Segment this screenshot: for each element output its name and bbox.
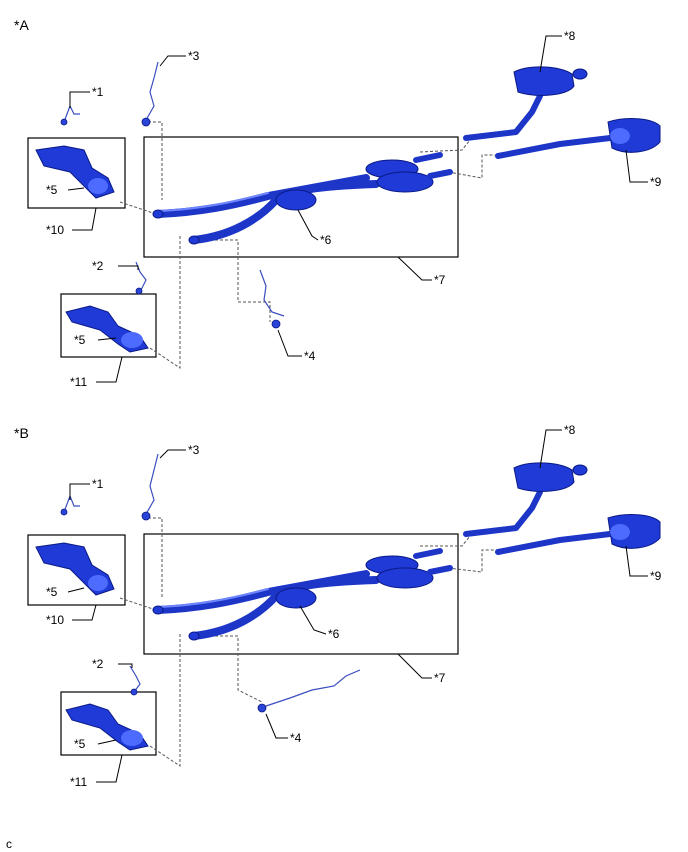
callout-9-b: *9 [650,569,662,583]
callout-3-b: *3 [188,443,200,457]
box-exhaust-manifold-2-b [60,691,157,756]
main-muffler-1 [463,66,588,141]
callout-5b: *5 [74,333,86,347]
main-muffler-2 [495,118,661,159]
callout-5a: *5 [46,183,58,197]
section-b-heading: *B [14,425,29,441]
callout-labels-b: *1 *2 *3 *4 *5 *5 *6 *7 *8 *9 *10 *11 [46,423,662,789]
oxygen-sensors-b [60,453,361,713]
leader-lines-b [67,429,648,783]
callout-1-b: *1 [92,477,104,491]
oxygen-sensors [60,61,285,329]
box-exhaust-manifold-2 [60,293,157,358]
callout-4: *4 [304,349,316,363]
callout-4-b: *4 [290,731,302,745]
callout-10-b: *10 [46,613,64,627]
box-front-exhaust-pipe-b [143,533,459,655]
main-muffler-2-b [495,514,661,555]
callout-2-b: *2 [92,657,104,671]
callout-7: *7 [434,273,446,287]
front-muffler-lower [376,171,434,193]
sub-catalyst [275,189,317,211]
exhaust-manifold-2-b [65,703,149,751]
callout-2: *2 [92,259,104,273]
callout-9: *9 [650,175,662,189]
leader-lines [67,35,648,383]
callout-6-b: *6 [328,627,340,641]
callout-1: *1 [92,85,104,99]
main-muffler-1-b [463,462,588,537]
callout-11-b: *11 [70,775,87,789]
callout-8-b: *8 [564,423,576,437]
callout-labels: *1 *2 *3 *4 *5 *5 *6 *7 *8 *9 *10 *11 [46,29,662,389]
callout-10: *10 [46,223,64,237]
front-exhaust-pipe [152,152,453,245]
callout-5a-b: *5 [46,585,58,599]
box-front-exhaust-pipe [143,136,459,258]
exhaust-manifold-1-b [35,542,115,596]
callout-6: *6 [320,233,332,247]
exhaust-manifold-1 [35,145,115,199]
callout-5b-b: *5 [74,737,86,751]
connection-lines-b [119,517,496,767]
front-exhaust-pipe-b [152,548,453,641]
footer-code: c [6,837,12,851]
section-a: *A [14,17,662,389]
callout-8: *8 [564,29,576,43]
callout-7-b: *7 [434,671,446,685]
connection-lines [119,121,496,369]
section-a-heading: *A [14,17,29,33]
box-exhaust-manifold-1 [27,137,126,209]
section-b: *B [14,423,662,789]
callout-3: *3 [188,49,200,63]
exhaust-manifold-2 [65,305,149,353]
callout-11: *11 [70,375,87,389]
box-exhaust-manifold-1-b [27,534,126,606]
